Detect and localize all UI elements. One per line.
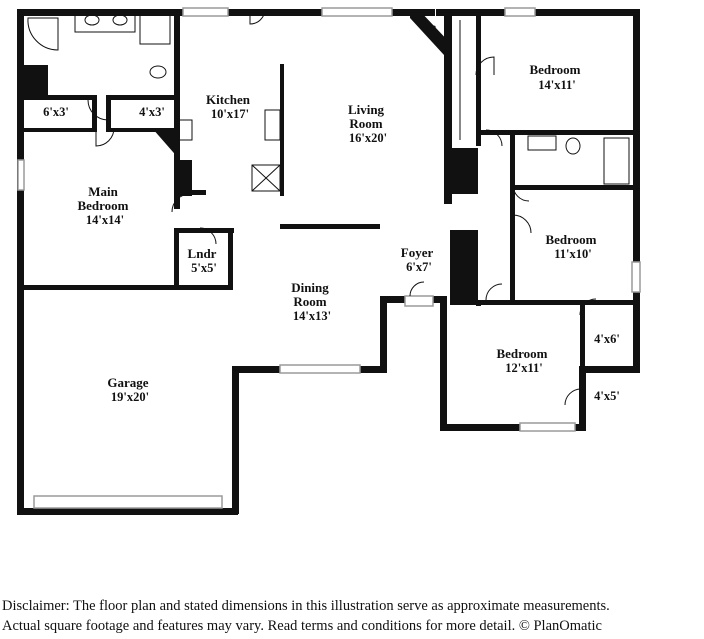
closet-4x6-label: 4'x6': [594, 332, 620, 346]
foyer-name: Foyer: [401, 245, 434, 260]
garage-name: Garage: [107, 375, 148, 390]
garage-door: [33, 495, 223, 509]
closet-4x3-dim: 4'x3': [139, 105, 165, 119]
bedroom-se-label: Bedroom 12'x11': [496, 345, 551, 375]
closet-6x3-label: 6'x3': [43, 105, 69, 119]
laundry-dim: 5'x5': [191, 261, 217, 275]
closet-4x3-label: 4'x3': [139, 105, 165, 119]
kitchen-name: Kitchen: [206, 92, 251, 107]
living-room-name-2: Room: [349, 116, 382, 131]
interior-walls: [17, 9, 637, 426]
disclaimer-line-2: Actual square footage and features may v…: [2, 618, 602, 634]
bedroom-ne-dim: 14'x11': [538, 78, 576, 92]
doors: [87, 8, 597, 406]
dining-room-name-1: Dining: [291, 280, 329, 295]
living-room-label: Living Room 16'x20': [348, 101, 388, 145]
closet-6x3-dim: 6'x3': [43, 105, 69, 119]
living-room-dim: 16'x20': [349, 131, 387, 145]
main-bedroom-label: Main Bedroom 14'x14': [77, 183, 132, 227]
bedroom-se-name: Bedroom: [496, 346, 547, 361]
bedroom-e-label: Bedroom 11'x10': [545, 231, 600, 261]
living-room-name-1: Living: [348, 102, 385, 117]
fireplace-label: FP: [426, 24, 436, 33]
bedroom-e-name: Bedroom: [545, 232, 596, 247]
garage-dim: 19'x20': [111, 390, 149, 404]
garage-label: Garage 19'x20': [107, 374, 152, 404]
disclaimer-line-1: Disclaimer: The floor plan and stated di…: [2, 598, 610, 614]
kitchen-label: Kitchen 10'x17': [206, 91, 254, 121]
foyer-label: Foyer 6'x7': [401, 244, 437, 274]
closet-4x6-dim: 4'x6': [594, 332, 620, 346]
windows: [17, 7, 641, 432]
bedroom-se-dim: 12'x11': [505, 361, 543, 375]
main-bedroom-dim: 14'x14': [86, 213, 124, 227]
laundry-label: Lndr 5'x5': [188, 245, 221, 275]
room-labels: Bedroom 14'x11' Living Room 16'x20' Kitc…: [43, 61, 620, 404]
laundry-name: Lndr: [188, 246, 217, 261]
dining-room-label: Dining Room 14'x13': [291, 279, 333, 323]
bedroom-ne-label: Bedroom 14'x11': [529, 61, 584, 92]
fixtures: [27, 11, 630, 300]
main-bedroom-name-1: Main: [88, 184, 118, 199]
kitchen-dim: 10'x17': [211, 107, 249, 121]
foyer-dim: 6'x7': [406, 260, 432, 274]
bedroom-ne-name: Bedroom: [529, 62, 580, 77]
dining-room-dim: 14'x13': [293, 309, 331, 323]
main-bedroom-name-2: Bedroom: [77, 198, 128, 213]
dining-room-name-2: Room: [293, 294, 326, 309]
bedroom-e-dim: 11'x10': [554, 247, 592, 261]
closet-4x5-dim: 4'x5': [594, 389, 620, 403]
closet-4x5-label: 4'x5': [594, 389, 620, 403]
